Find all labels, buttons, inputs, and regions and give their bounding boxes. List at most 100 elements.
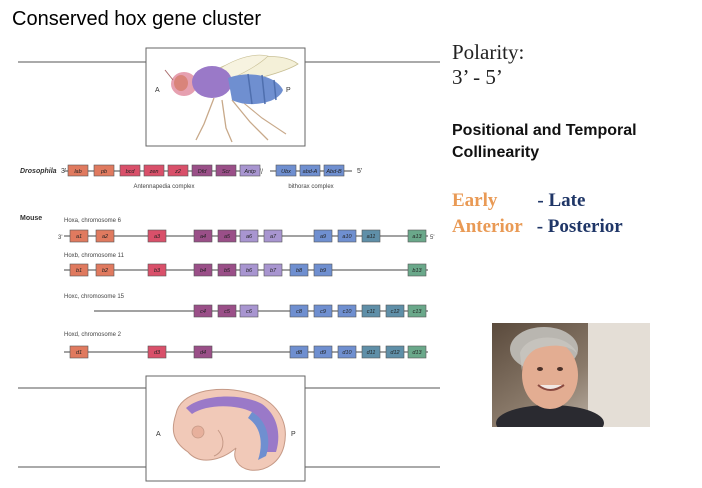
mouse-gene-a7 <box>263 229 283 243</box>
mouse-gene-c4 <box>193 304 213 318</box>
mouse-gene-d11 <box>361 345 381 359</box>
mouse-gene-b3 <box>147 263 167 277</box>
mouse-gene-label: d1 <box>76 350 82 356</box>
hoxd-label: Hoxd, chromosome 2 <box>64 332 122 338</box>
mouse-gene-b6 <box>239 263 259 277</box>
mouse-gene-label: a13 <box>412 234 422 240</box>
dros-gene-label: pb <box>100 169 107 175</box>
mouse-gene-d13 <box>407 345 427 359</box>
dros-gene-label: Ubx <box>281 169 291 175</box>
svg-text://: // <box>259 169 263 176</box>
mouse-gene-label: d13 <box>412 350 422 356</box>
mouse-gene-a4 <box>193 229 213 243</box>
mouse-gene-label: b7 <box>270 268 277 274</box>
collinearity-line-1: Positional and Temporal <box>452 122 637 139</box>
dros-gene-label: Abd-B <box>325 169 342 175</box>
mouse-gene-c6 <box>239 304 259 318</box>
dros-gene-label: lab <box>74 169 81 175</box>
mouse-gene-label: c9 <box>320 309 326 315</box>
dros-gene-Dfd <box>191 164 213 177</box>
mouse-gene-label: c12 <box>391 309 400 315</box>
mouse-gene-a11 <box>361 229 381 243</box>
mouse-gene-label: c5 <box>224 309 231 315</box>
polarity-block: Polarity: 3’ - 5’ <box>452 40 524 90</box>
mouse-gene-a6 <box>239 229 259 243</box>
hoxb-label: Hoxb, chromosome 11 <box>64 253 125 259</box>
dros-gene-label: z2 <box>174 169 181 175</box>
positional-gradient-row: Anterior- Posterior <box>452 216 623 238</box>
mouse-gene-label: d3 <box>154 350 161 356</box>
mouse-gene-label: d12 <box>390 350 399 356</box>
mouse-gene-a10 <box>337 229 357 243</box>
mouse-gene-label: a1 <box>76 234 82 240</box>
mouse-gene-label: a7 <box>270 234 277 240</box>
bithorax-complex-label: bithorax complex <box>288 184 333 190</box>
mouse-gene-c9 <box>313 304 333 318</box>
mouse-gene-b1 <box>69 263 89 277</box>
mouse-gene-label: b5 <box>224 268 231 274</box>
embryo-anterior-label: A <box>156 431 161 438</box>
mouse-gene-d4 <box>193 345 213 359</box>
hoxa-3prime-label: 3' <box>58 235 62 241</box>
dros-gene-Antp <box>239 164 261 177</box>
dros-gene-pb <box>93 164 115 177</box>
polarity-label: Polarity: <box>452 40 525 64</box>
dros-gene-zen <box>143 164 165 177</box>
hoxa-5prime-label: 5' <box>430 235 434 241</box>
mouse-gene-label: a9 <box>320 234 326 240</box>
mouse-gene-b9 <box>313 263 333 277</box>
dros-gene-label: Dfd <box>198 169 208 175</box>
mouse-gene-b13 <box>407 263 427 277</box>
dros-gene-Scr <box>215 164 237 177</box>
mouse-gene-label: c4 <box>200 309 206 315</box>
mouse-gene-label: c11 <box>367 309 375 315</box>
mouse-gene-label: d11 <box>367 350 376 356</box>
mouse-gene-d1 <box>69 345 89 359</box>
mouse-gene-b8 <box>289 263 309 277</box>
polarity-value: 3’ - 5’ <box>452 65 503 89</box>
mouse-gene-label: c6 <box>246 309 253 315</box>
mouse-gene-b5 <box>217 263 237 277</box>
mouse-gene-a9 <box>313 229 333 243</box>
mouse-gene-a13 <box>407 229 427 243</box>
antennapedia-complex-label: Antennapedia complex <box>133 184 194 190</box>
mouse-gene-label: b1 <box>76 268 82 274</box>
dros-gene-label: bcd <box>126 169 136 175</box>
dros-gene-label: zen <box>149 169 159 175</box>
mouse-gene-label: d10 <box>342 350 352 356</box>
early-label: Early <box>452 190 498 211</box>
scientist-photo <box>492 323 650 427</box>
mouse-gene-d12 <box>385 345 405 359</box>
drosophila-species-label: Drosophila <box>20 168 57 175</box>
hoxa-label: Hoxa, chromosome 6 <box>64 218 122 224</box>
mouse-gene-label: b2 <box>102 268 108 274</box>
mouse-gene-label: a11 <box>367 234 376 240</box>
mouse-gene-label: b3 <box>154 268 161 274</box>
late-label: - Late <box>537 190 586 211</box>
mouse-gene-label: a2 <box>102 234 108 240</box>
mouse-gene-label: c13 <box>413 309 423 315</box>
fly-illustration <box>164 54 299 143</box>
mouse-gene-c11 <box>361 304 381 318</box>
mouse-species-label: Mouse <box>20 215 42 222</box>
mouse-gene-c8 <box>289 304 309 318</box>
fly-anterior-label: A <box>155 87 160 94</box>
mouse-gene-d3 <box>147 345 167 359</box>
mouse-gene-label: a6 <box>246 234 253 240</box>
temporal-gradient-row: Early - Late <box>452 190 585 212</box>
mouse-gene-a5 <box>217 229 237 243</box>
mouse-gene-label: a4 <box>200 234 206 240</box>
mouse-gene-c5 <box>217 304 237 318</box>
mouse-gene-a3 <box>147 229 167 243</box>
mouse-gene-label: a5 <box>224 234 231 240</box>
mouse-gene-c10 <box>337 304 357 318</box>
mouse-gene-label: b4 <box>200 268 206 274</box>
mouse-gene-label: c8 <box>296 309 303 315</box>
mouse-gene-c12 <box>385 304 405 318</box>
dros-gene-abd-A <box>299 164 321 177</box>
mouse-gene-a1 <box>69 229 89 243</box>
collinearity-heading: Positional and Temporal Collinearity <box>452 120 692 164</box>
dros-gene-Abd-B <box>323 164 345 177</box>
dros-gene-label: Antp <box>243 169 255 175</box>
mouse-gene-label: c10 <box>343 309 353 315</box>
